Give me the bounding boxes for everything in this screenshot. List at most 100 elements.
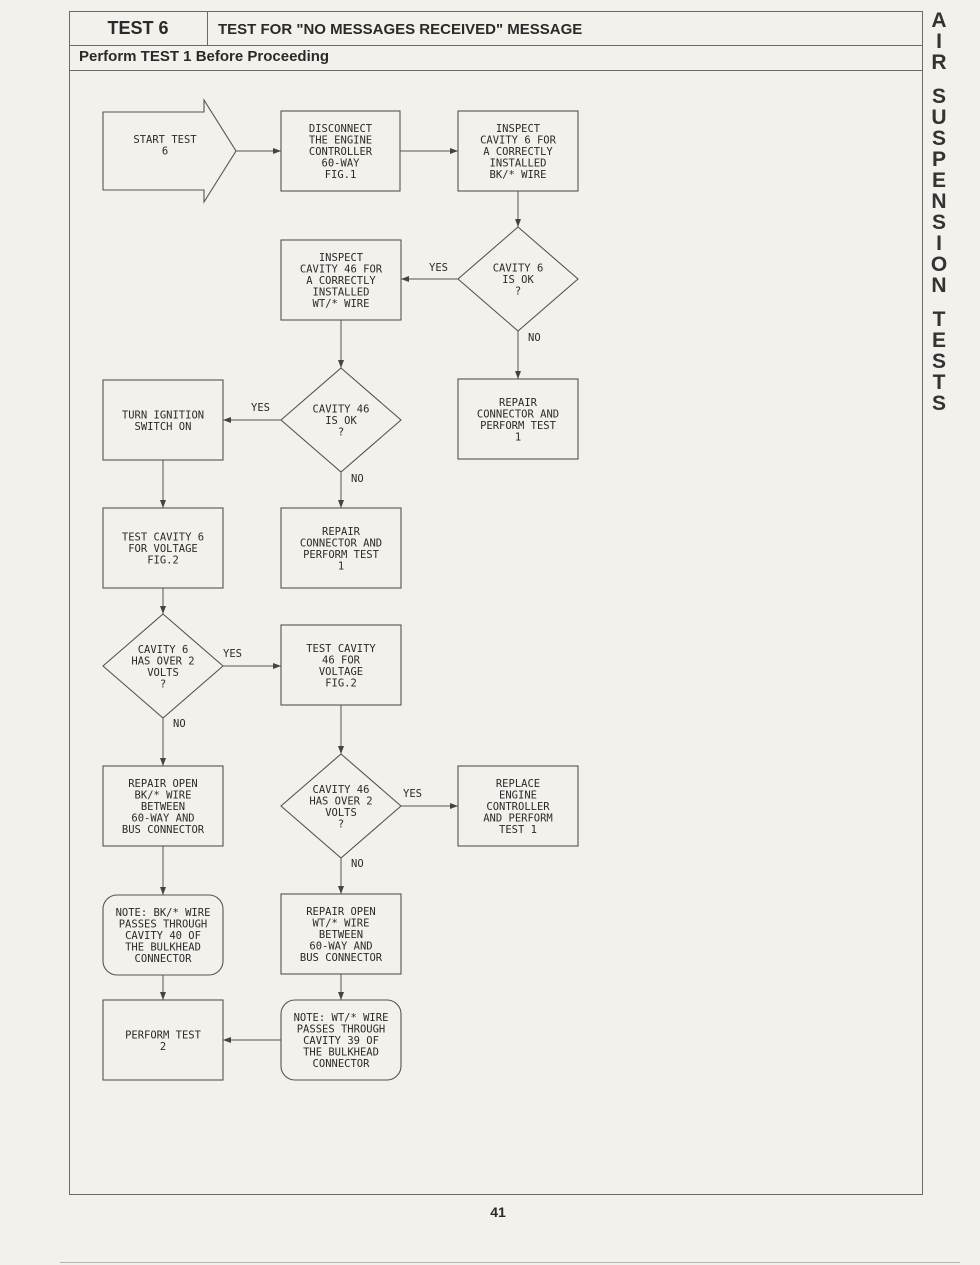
inspect-cavity-6-box-text-line: A CORRECTLY: [483, 146, 553, 158]
side-title-letter: E: [931, 169, 946, 192]
side-title-letter: O: [930, 253, 948, 276]
note-bk-wire-box-text-line: PASSES THROUGH: [119, 919, 208, 931]
side-title-letter: N: [931, 190, 947, 213]
perform-test-2-box-text-line: PERFORM TEST: [125, 1029, 202, 1041]
repair-wt-wire-box-text-line: BUS CONNECTOR: [300, 952, 383, 964]
test-cavity-6-box-text-line: FIG.2: [147, 555, 179, 567]
cavity-6-ok-decision-text-line: IS OK: [502, 274, 534, 286]
replace-controller-box-text-line: CONTROLLER: [486, 801, 550, 813]
cav46volts-yes-label: YES: [403, 788, 422, 800]
inspect-cavity-6-box-text-line: CAVITY 6 FOR: [480, 135, 557, 147]
cavity-46-ok-decision-text-line: IS OK: [325, 415, 357, 427]
inspect-cavity-46-box-text-line: CAVITY 46 FOR: [300, 264, 383, 276]
repair-wt-wire-box-text-line: 60-WAY AND: [309, 941, 372, 953]
bottom-rule: [60, 1262, 960, 1263]
cav46-yes-label: YES: [251, 402, 270, 414]
repair-bk-wire-box-text-line: BETWEEN: [141, 801, 185, 813]
inspect-cavity-46-box-text-line: INSPECT: [319, 252, 364, 264]
side-title-letter: S: [931, 350, 946, 373]
side-title-letter: S: [931, 392, 946, 415]
side-title-letter: S: [931, 127, 946, 150]
inspect-cavity-46-box-text-line: INSTALLED: [313, 287, 370, 299]
repair-connector-box-1-text-line: REPAIR: [499, 397, 538, 409]
side-title-letter: T: [932, 308, 946, 331]
cavity-46-volts-decision-text-line: CAVITY 46: [313, 784, 370, 796]
test-cavity-46-box-text-line: VOLTAGE: [319, 666, 363, 678]
note-wt-wire-box-text-line: PASSES THROUGH: [297, 1024, 386, 1036]
cavity-46-ok-decision-text-line: ?: [338, 427, 344, 439]
side-title-letter: E: [931, 329, 946, 352]
cavity-46-volts-decision-text-line: VOLTS: [325, 807, 357, 819]
cav6volts-yes-label: YES: [223, 648, 242, 660]
test-cavity-46-box-text-line: TEST CAVITY: [306, 643, 376, 655]
test-cavity-46-box-text-line: FIG.2: [325, 677, 357, 689]
replace-controller-box-text-line: TEST 1: [499, 824, 537, 836]
repair-connector-box-2-text-line: 1: [338, 560, 344, 572]
note-wt-wire-box-text-line: THE BULKHEAD: [303, 1047, 379, 1059]
repair-connector-box-2-text-line: PERFORM TEST: [303, 549, 380, 561]
side-title-letter: S: [931, 85, 946, 108]
cavity-46-volts-decision-text-line: ?: [338, 818, 344, 830]
cav46volts-no-label: NO: [351, 858, 364, 870]
repair-connector-box-1-text-line: 1: [515, 431, 521, 443]
replace-controller-box-text-line: ENGINE: [499, 790, 537, 802]
side-title-letter: T: [932, 371, 946, 394]
disconnect-controller-box-text-line: FIG.1: [325, 169, 357, 181]
prerequisite-text: Perform TEST 1 Before Proceeding: [79, 48, 330, 65]
repair-bk-wire-box-text-line: 60-WAY AND: [131, 813, 194, 825]
cavity-6-volts-decision-text-line: HAS OVER 2: [131, 655, 194, 667]
side-title-letter: A: [931, 9, 947, 32]
cavity-6-ok-decision-text-line: CAVITY 6: [493, 263, 544, 275]
disconnect-controller-box-text-line: THE ENGINE: [309, 135, 372, 147]
repair-connector-box-1-text-line: PERFORM TEST: [480, 420, 557, 432]
note-bk-wire-box-text-line: THE BULKHEAD: [125, 942, 201, 954]
perform-test-2-box-text-line: 2: [160, 1041, 166, 1053]
start-arrow-shape: [102, 98, 237, 204]
inspect-cavity-6-box-text-line: INSTALLED: [490, 158, 547, 170]
turn-ignition-box-text-line: TURN IGNITION: [122, 409, 204, 421]
header-row: [69, 11, 923, 46]
note-wt-wire-box-text-line: CONNECTOR: [313, 1058, 371, 1070]
cav6volts-no-label: NO: [173, 718, 186, 730]
note-wt-wire-box-text-line: NOTE: WT/* WIRE: [294, 1012, 389, 1024]
inspect-cavity-6-box-text-line: INSPECT: [496, 123, 541, 135]
test-cavity-6-box-text-line: TEST CAVITY 6: [122, 532, 204, 544]
replace-controller-box-text-line: AND PERFORM: [483, 813, 553, 825]
start-text-line: START TEST: [133, 134, 197, 146]
cav46-no-label: NO: [351, 473, 364, 485]
note-bk-wire-box-text-line: NOTE: BK/* WIRE: [116, 907, 211, 919]
side-title-letter: N: [931, 274, 947, 297]
side-title-letter: U: [931, 106, 947, 129]
start-text-line: 6: [162, 146, 168, 158]
disconnect-controller-box-text-line: DISCONNECT: [309, 123, 373, 135]
prerequisite-row: [69, 46, 923, 71]
cav6-no-label: NO: [528, 332, 541, 344]
note-bk-wire-box-text-line: CONNECTOR: [135, 953, 193, 965]
page-number: 41: [490, 1204, 506, 1220]
repair-wt-wire-box-text-line: REPAIR OPEN: [306, 906, 376, 918]
repair-connector-box-2-text-line: REPAIR: [322, 526, 361, 538]
note-bk-wire-box-text-line: CAVITY 40 OF: [125, 930, 201, 942]
disconnect-controller-box-text-line: CONTROLLER: [309, 146, 373, 158]
side-title-letter: S: [931, 211, 946, 234]
cavity-6-volts-decision-text-line: CAVITY 6: [138, 644, 189, 656]
inspect-cavity-6-box-text-line: BK/* WIRE: [490, 169, 547, 181]
